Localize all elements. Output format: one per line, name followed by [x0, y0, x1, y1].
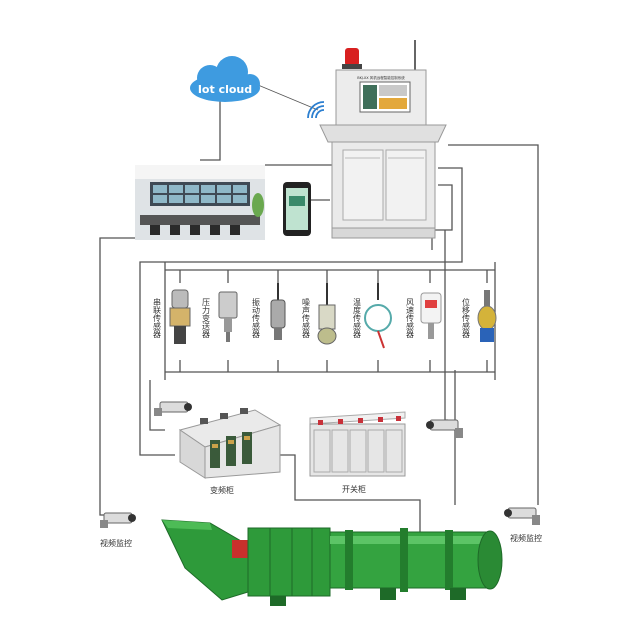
- smartphone-icon: [283, 182, 311, 236]
- series-sensor-icon: [169, 289, 191, 344]
- vibration-sensor-icon: [270, 283, 286, 340]
- sensor-label: 风速传感器: [406, 298, 415, 339]
- sensor-item-displacement: 位移传感器: [462, 290, 497, 342]
- sensor-label: 噪声传感器: [302, 298, 311, 339]
- camera-bottom-left: 视频监控: [100, 512, 136, 548]
- sensor-label: 压力变送器: [202, 298, 211, 339]
- camera-icon: [426, 419, 463, 438]
- switch-cabinet-label: 开关柜: [342, 484, 366, 494]
- vfd-cabinet: 变频柜: [178, 408, 282, 495]
- vfd-cabinet-label: 变频柜: [210, 485, 234, 495]
- sensor-item-temperature: 温度传感器: [353, 283, 392, 349]
- noise-sensor-icon: [317, 283, 337, 345]
- camera-label: 视频监控: [510, 533, 542, 543]
- camera-icon: [154, 401, 192, 416]
- temperature-sensor-icon: [364, 283, 392, 349]
- sensor-item-noise: 噪声传感器: [302, 283, 337, 345]
- camera-icon: [100, 512, 136, 528]
- console-header-title: BKJ-XX 风机远程智能控制系统: [357, 75, 405, 80]
- sensor-item-series: 串联传感器: [153, 289, 191, 344]
- wifi-icon: [307, 101, 325, 119]
- alarm-light-icon: [342, 48, 362, 69]
- camera-bottom-right: 视频监控: [504, 507, 542, 543]
- control-console-icon: BKJ-XX 风机远程智能控制系统: [319, 40, 447, 239]
- sensor-item-pressure: 压力变送器: [202, 291, 238, 342]
- sensor-row: 串联传感器 压力变送器 振动传感器 噪声传感器: [153, 283, 497, 349]
- sensor-label: 串联传感器: [153, 298, 162, 339]
- wind-speed-sensor-icon: [420, 292, 442, 339]
- sensor-label: 位移传感器: [462, 297, 471, 339]
- camera-top-left: [154, 401, 192, 416]
- camera-icon: [504, 507, 540, 525]
- cloud-label: Iot cloud: [198, 83, 252, 96]
- cloud-icon: Iot cloud: [190, 56, 260, 102]
- displacement-sensor-icon: [477, 290, 497, 342]
- sensor-label: 温度传感器: [353, 298, 362, 339]
- camera-top-right: [426, 419, 463, 438]
- sensor-label: 振动传感器: [252, 297, 261, 339]
- pressure-transmitter-icon: [218, 291, 238, 342]
- switch-cabinet: 开关柜: [309, 411, 406, 494]
- sensor-item-wind-speed: 风速传感器: [406, 292, 442, 339]
- camera-label: 视频监控: [100, 538, 132, 548]
- monitoring-room-icon: [135, 165, 265, 240]
- mine-ventilation-fan-icon: [161, 519, 503, 606]
- connection-lines: [99, 84, 539, 540]
- sensor-item-vibration: 振动传感器: [252, 283, 286, 340]
